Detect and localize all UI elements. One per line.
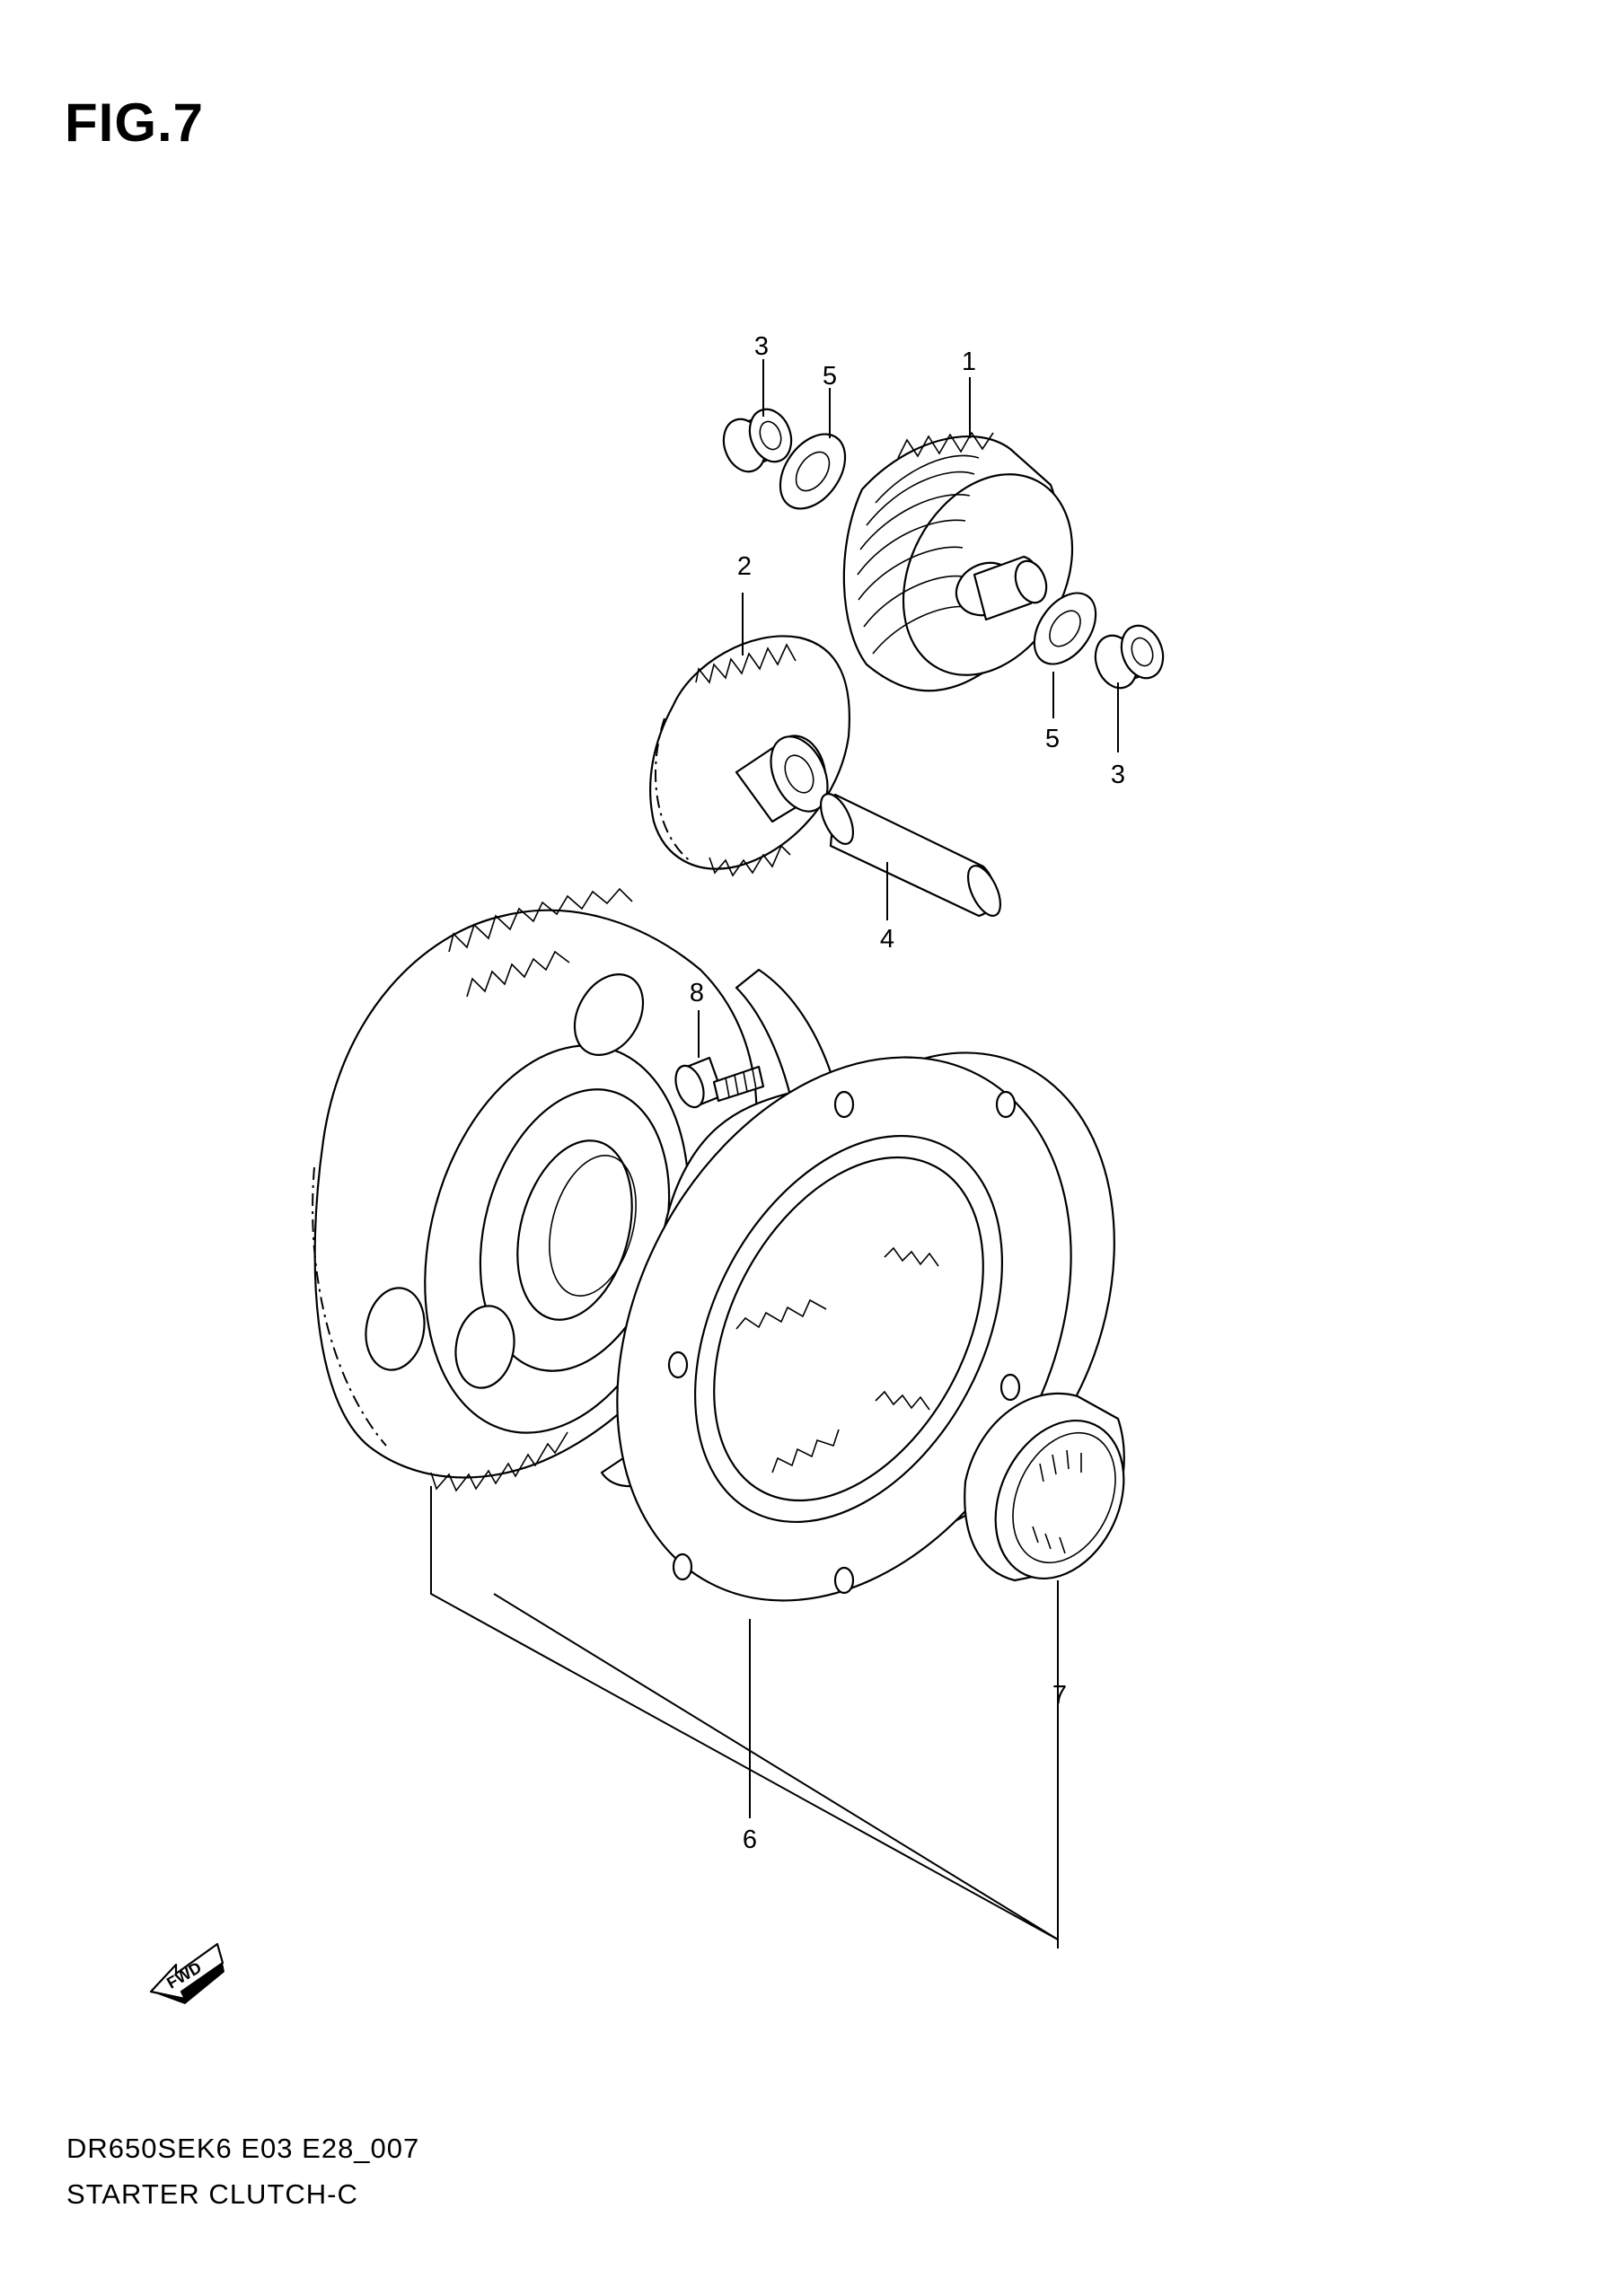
callout-5-lower: 5 <box>1045 725 1060 753</box>
leader-lines <box>430 359 1119 1949</box>
part-2-idle-gear[interactable] <box>649 635 850 877</box>
callout-7: 7 <box>1052 1681 1067 1710</box>
diagram-name: STARTER CLUTCH-C <box>66 2178 358 2210</box>
callout-8: 8 <box>690 979 704 1007</box>
part-4-shaft[interactable] <box>814 789 1008 920</box>
part-1-starter-clutch-gear[interactable] <box>842 431 1105 705</box>
callout-4: 4 <box>880 925 894 954</box>
part-8-bolt[interactable] <box>671 1056 765 1111</box>
callout-3-lower: 3 <box>1111 761 1125 789</box>
fwd-direction-arrow-icon: FWD <box>149 1942 225 2004</box>
model-code: DR650SEK6 E03 E28_007 <box>66 2133 420 2164</box>
part-3-bushing-upper[interactable] <box>717 403 798 477</box>
part-3-bushing-lower[interactable] <box>1088 620 1170 693</box>
callout-1: 1 <box>962 347 976 376</box>
callout-2: 2 <box>737 552 752 581</box>
callout-5-upper: 5 <box>823 362 837 391</box>
part-5-washer-upper[interactable] <box>767 422 858 521</box>
part-7-needle-bearing[interactable] <box>964 1392 1148 1599</box>
figure-title: FIG.7 <box>65 92 205 153</box>
callout-3-upper: 3 <box>754 332 769 361</box>
callout-6: 6 <box>743 1825 757 1854</box>
part-6-starter-driven-gear[interactable] <box>312 887 1161 1680</box>
part-5-washer-lower[interactable] <box>1022 582 1108 675</box>
